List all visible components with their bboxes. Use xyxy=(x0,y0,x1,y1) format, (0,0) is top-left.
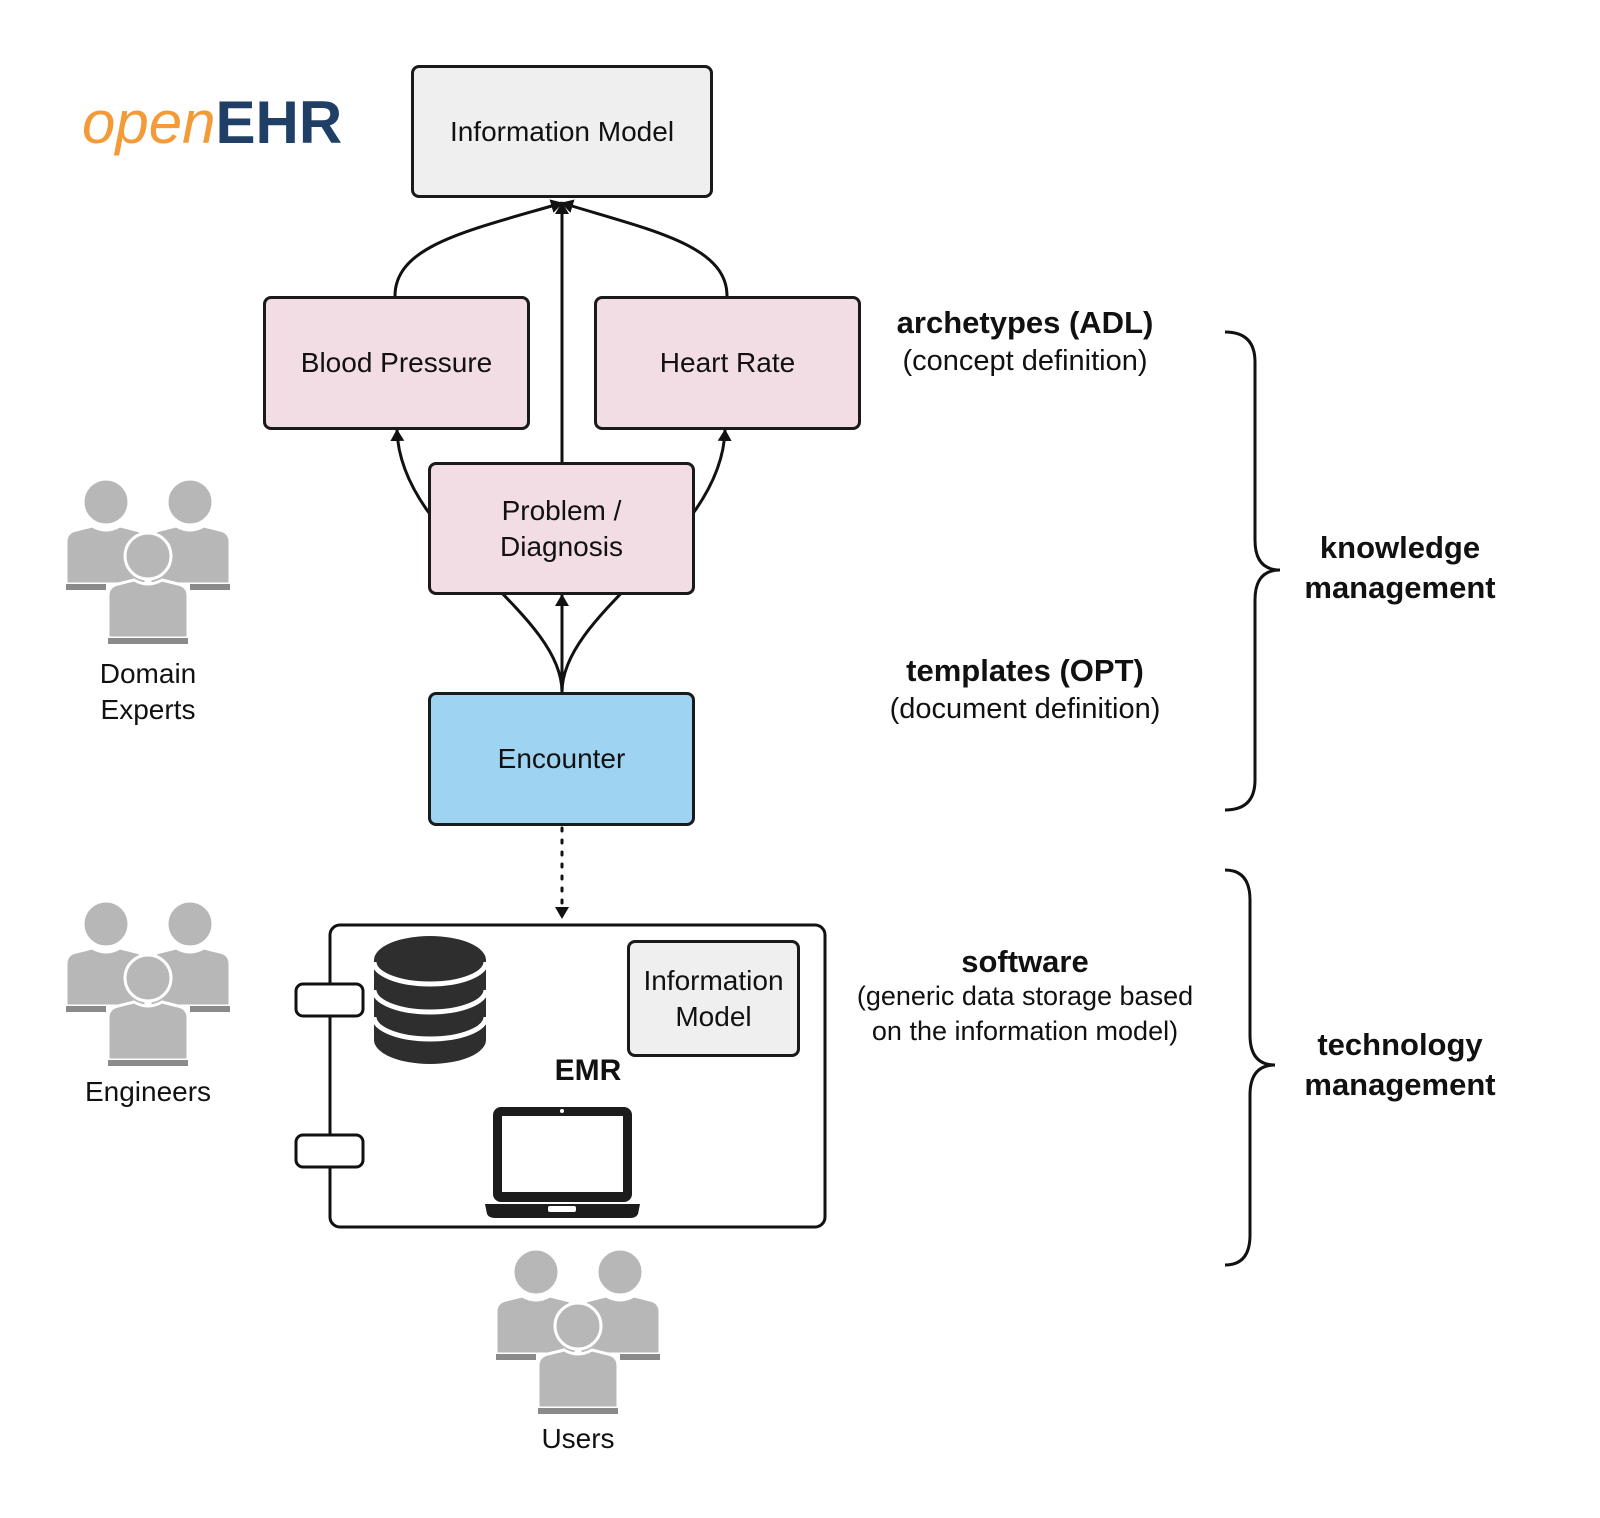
encounter-box: Encounter xyxy=(428,692,695,826)
templates-subtitle: (document definition) xyxy=(889,693,1161,725)
arrow-bp-to-info-model xyxy=(393,199,563,297)
knowledge-brace xyxy=(1224,330,1281,812)
domain-experts-line-1: Domain xyxy=(99,658,197,689)
problem-diagnosis-label-1: Problem / xyxy=(501,494,622,526)
domain-experts-line-2: Experts xyxy=(100,694,196,725)
knowledge-line-2: management xyxy=(1304,570,1496,605)
users-label: Users xyxy=(541,1423,615,1454)
templates-annotation: templates (OPT) (document definition) xyxy=(860,652,1190,728)
problem-diagnosis-box: Problem / Diagnosis xyxy=(428,462,695,595)
knowledge-line-1: knowledge xyxy=(1319,530,1481,565)
archetypes-title: archetypes (ADL) xyxy=(896,305,1154,340)
software-annotation: software (generic data storage based on … xyxy=(832,944,1218,1049)
blood-pressure-box: Blood Pressure xyxy=(263,296,530,430)
software-subtitle-1: (generic data storage based xyxy=(856,981,1194,1011)
engineers-label: Engineers xyxy=(84,1076,212,1107)
archetypes-annotation: archetypes (ADL) (concept definition) xyxy=(860,304,1190,380)
blood-pressure-label: Blood Pressure xyxy=(300,347,493,378)
openehr-logo: openEHR xyxy=(82,88,342,158)
domain-experts-people-icon xyxy=(66,479,230,644)
emr-info-model-label-1: Information xyxy=(643,964,784,996)
templates-title: templates (OPT) xyxy=(906,653,1144,688)
database-icon xyxy=(371,936,489,1064)
information-model-label: Information Model xyxy=(449,115,675,147)
technology-brace xyxy=(1224,868,1276,1267)
software-title: software xyxy=(961,944,1089,979)
technology-management-label: technology management xyxy=(1285,1025,1515,1105)
technology-line-2: management xyxy=(1304,1067,1496,1102)
heart-rate-box: Heart Rate xyxy=(594,296,861,430)
logo-ehr: EHR xyxy=(215,89,343,156)
emr-information-model-box: Information Model xyxy=(627,940,800,1057)
knowledge-management-label: knowledge management xyxy=(1285,528,1515,608)
users-people-icon xyxy=(496,1249,660,1414)
engineers-people-icon xyxy=(66,901,230,1066)
information-model-box: Information Model xyxy=(411,65,713,198)
problem-diagnosis-label-2: Diagnosis xyxy=(500,530,623,562)
arrow-hr-to-info-model xyxy=(561,199,729,297)
logo-open: open xyxy=(82,89,216,156)
emr-port-top xyxy=(294,982,365,1018)
emr-info-model-label-2: Model xyxy=(675,1000,752,1032)
heart-rate-label: Heart Rate xyxy=(659,347,796,378)
emr-port-bottom xyxy=(294,1133,365,1169)
encounter-label: Encounter xyxy=(497,743,626,774)
archetypes-subtitle: (concept definition) xyxy=(902,345,1148,377)
technology-line-1: technology xyxy=(1317,1027,1483,1062)
emr-label: EMR xyxy=(554,1054,622,1087)
software-subtitle-2: on the information model) xyxy=(871,1016,1179,1046)
domain-experts-label: Domain Experts xyxy=(58,656,238,728)
laptop-icon xyxy=(485,1107,640,1218)
